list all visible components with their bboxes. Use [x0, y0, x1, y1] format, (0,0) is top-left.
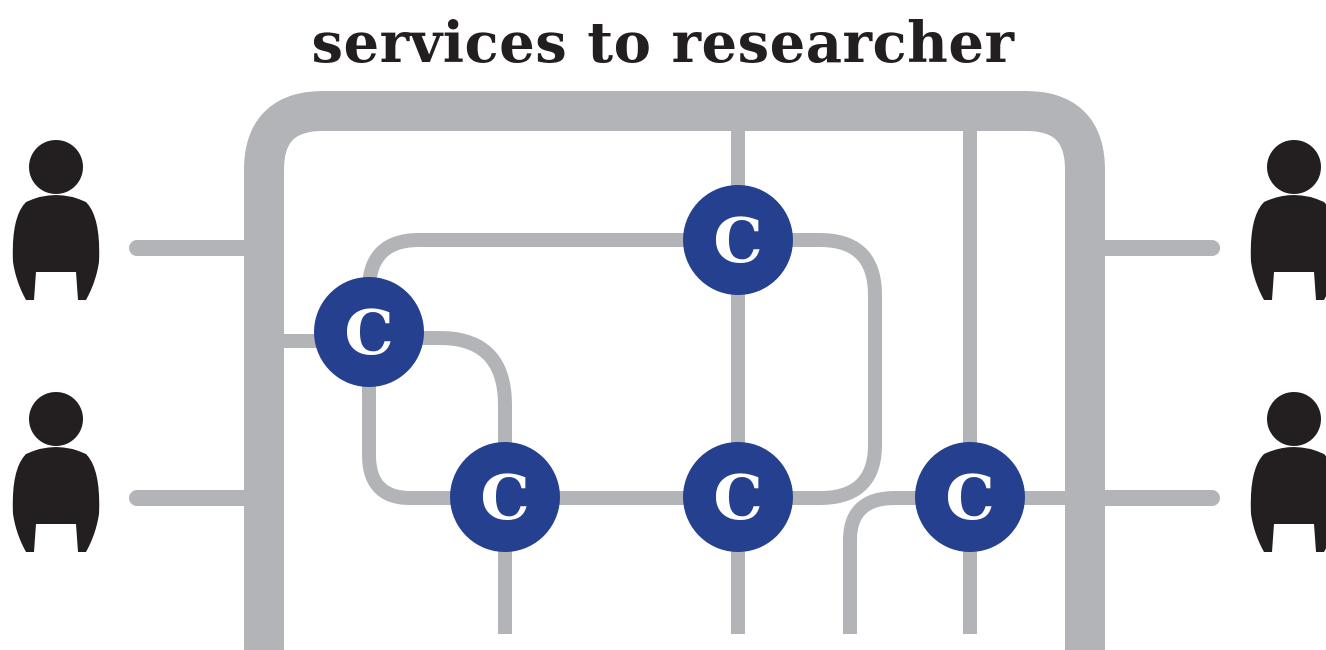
node-circle: [314, 277, 424, 387]
service-node: C: [314, 277, 424, 387]
node-label: C: [480, 461, 529, 534]
node-label: C: [713, 461, 762, 534]
service-node: C: [915, 442, 1025, 552]
node-label: C: [713, 204, 762, 277]
node-label: C: [945, 461, 994, 534]
node-label: C: [344, 296, 393, 369]
service-nodes: C C C C C: [314, 185, 1025, 552]
node-circle: [915, 442, 1025, 552]
connector-lines: [129, 240, 1220, 506]
person-icon: [12, 140, 100, 300]
pipe-upper-loop: [362, 233, 882, 505]
person-icon: [1250, 392, 1326, 552]
diagram-title: services to researcher: [311, 10, 1015, 76]
service-node: C: [450, 442, 560, 552]
internal-pipes: [284, 128, 1066, 634]
person-icon: [1250, 140, 1326, 300]
outer-frame: [244, 91, 1105, 650]
node-circle: [450, 442, 560, 552]
node-circle: [683, 185, 793, 295]
person-icon: [12, 392, 100, 552]
pipe-curve-bottom-right: [843, 491, 1066, 634]
service-node: C: [683, 442, 793, 552]
service-node: C: [683, 185, 793, 295]
pipe-curve-left: [369, 331, 512, 634]
node-circle: [683, 442, 793, 552]
